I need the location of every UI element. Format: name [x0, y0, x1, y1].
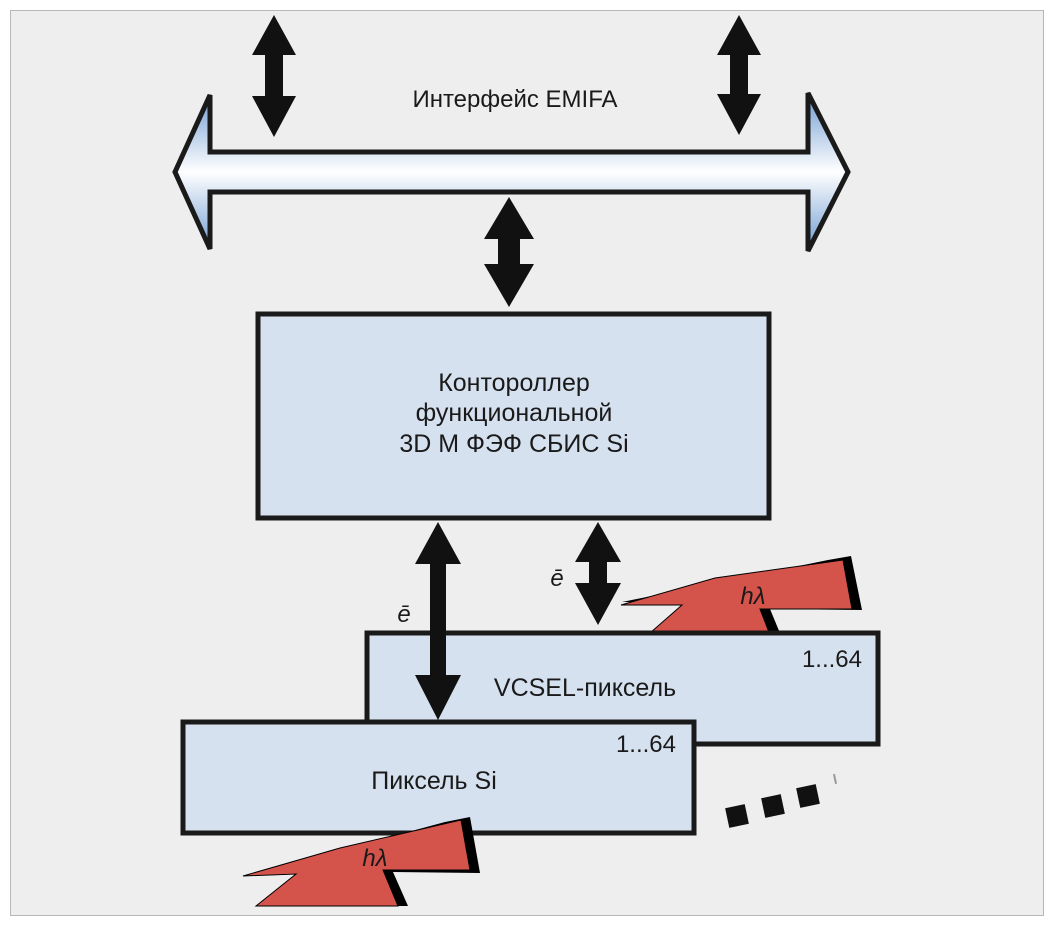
controller-line-3: 3D М ФЭФ СБИС Si [399, 430, 628, 458]
emifa-bus: Интерфейс EMIFA [172, 86, 851, 253]
bus-io-right-arrow-icon [717, 15, 761, 135]
ellipsis-square-1 [725, 804, 749, 828]
si-pixel-block: Пиксель Si 1...64 [180, 719, 697, 836]
controller-line-1: Контороллер [438, 369, 590, 397]
photon-label-lower: hλ [362, 845, 387, 872]
photon-arrow-upper: hλ [620, 556, 862, 641]
electron-label-left: ē [397, 601, 410, 628]
continuation-ellipsis [725, 773, 838, 828]
vcsel-pixel-range: 1...64 [802, 646, 862, 673]
ellipsis-square-3 [796, 784, 820, 808]
bus-io-left-arrow-icon [252, 15, 296, 137]
ellipsis-square-4 [832, 773, 838, 785]
emifa-bus-label: Интерфейс EMIFA [412, 86, 617, 113]
vcsel-pixel-label: VCSEL-пиксель [494, 674, 676, 702]
ellipsis-square-2 [761, 794, 785, 818]
controller-si-arrow-icon [415, 522, 461, 720]
electron-label-right: ē [550, 565, 563, 592]
emifa-bus-arrow-icon [172, 91, 851, 253]
photon-label-upper: hλ [740, 583, 765, 610]
controller-block: Контороллер функциональной 3D М ФЭФ СБИС… [255, 311, 772, 521]
photon-arrow-lower-icon [242, 819, 471, 907]
bus-controller-arrow-icon [484, 197, 534, 307]
controller-line-2: функциональной [416, 399, 613, 427]
photon-arrow-lower: hλ [242, 817, 480, 907]
si-pixel-label: Пиксель Si [371, 767, 497, 795]
photon-arrow-upper-icon [620, 559, 853, 641]
controller-vcsel-arrow-icon [575, 522, 621, 625]
si-pixel-range: 1...64 [616, 731, 676, 758]
